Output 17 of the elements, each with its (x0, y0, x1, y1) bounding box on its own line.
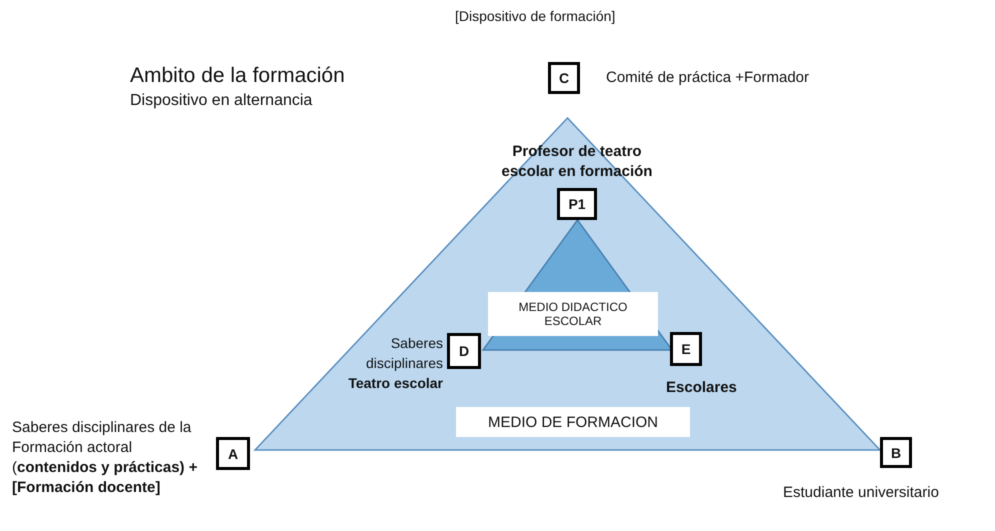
letter-box: C (548, 62, 580, 94)
section-title: Ambito de la formación (130, 64, 345, 88)
node-caption: Comité de práctica +Formador (606, 68, 810, 88)
section-subtitle: Dispositivo en alternancia (130, 92, 312, 110)
letter-box: D (447, 333, 481, 369)
label-box: MEDIO DE FORMACION (456, 407, 690, 437)
letter-box: P1 (557, 188, 597, 220)
label-box: MEDIO DIDACTICO ESCOLAR (488, 292, 658, 336)
node-caption: Saberes disciplinares Teatro escolar (347, 334, 443, 393)
letter-box: B (880, 437, 912, 468)
node-caption: Escolares (666, 378, 738, 398)
node-caption: Estudiante universitario (783, 483, 940, 503)
node-caption: Saberes disciplinares de la Formación actoral (contenidos y prácticas) + [Formación docente] (12, 418, 198, 498)
letter-box: A (216, 437, 250, 470)
node-caption: Profesor de teatro escolar en formación (500, 142, 654, 182)
diagram-heading: [Dispositivo de formación] (455, 8, 616, 24)
letter-box: E (670, 332, 702, 366)
